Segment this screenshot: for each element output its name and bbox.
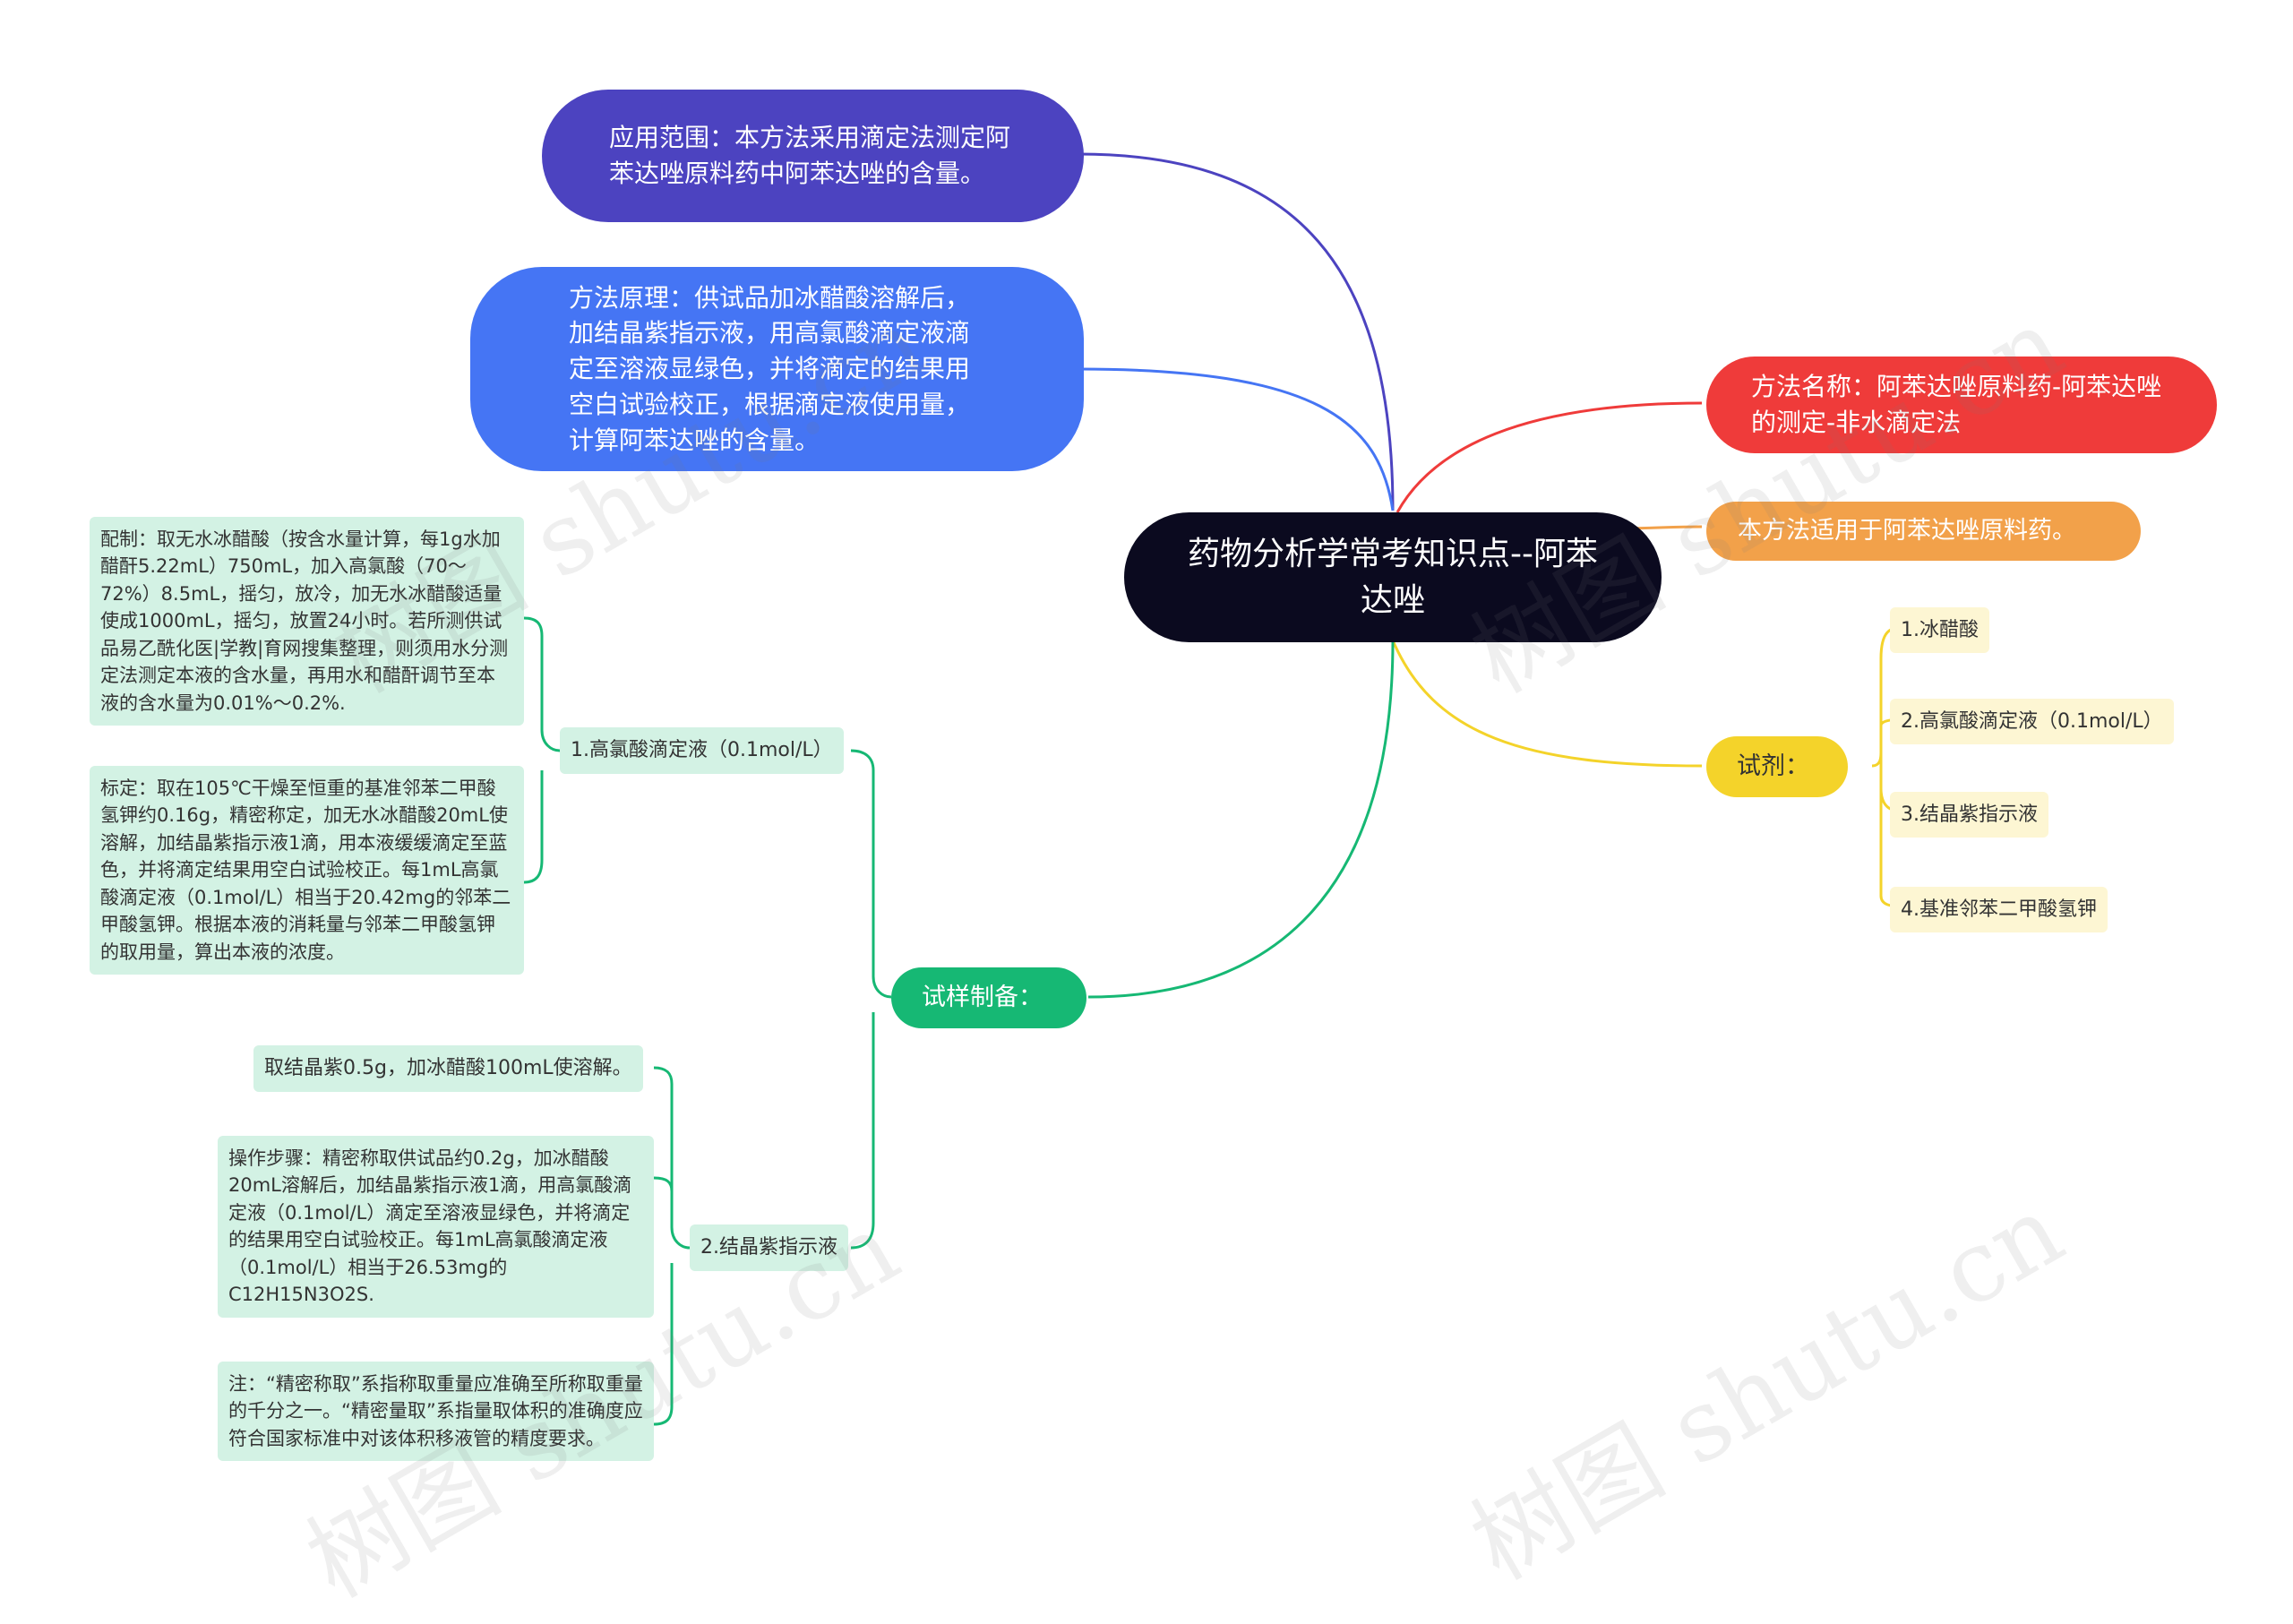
link-method-name bbox=[1396, 401, 1703, 513]
reagent-item-1[interactable]: 1.冰醋酸 bbox=[1890, 607, 1989, 654]
node-reagents[interactable]: 试剂： bbox=[1706, 736, 1848, 797]
node-sample-prep[interactable]: 试样制备： bbox=[891, 967, 1086, 1028]
perchloric-preparation[interactable]: 配制：取无水冰醋酸（按含水量计算，每1g水加醋酐5.22mL）750mL，加入高… bbox=[90, 517, 524, 726]
reagent-item-3-text: 3.结晶紫指示液 bbox=[1901, 803, 2038, 826]
reagent-item-3[interactable]: 3.结晶紫指示液 bbox=[1890, 792, 2048, 838]
reagent-item-4-text: 4.基准邻苯二甲酸氢钾 bbox=[1901, 898, 2097, 921]
crystal-violet-label: 2.结晶紫指示液 bbox=[700, 1236, 837, 1259]
operation-steps-text: 操作步骤：精密称取供试品约0.2g，加冰醋酸20mL溶解后，加结晶紫指示液1滴，… bbox=[228, 1147, 632, 1306]
perchloric-bracket bbox=[523, 616, 561, 884]
node-method-name[interactable]: 方法名称：阿苯达唑原料药-阿苯达唑的测定-非水滴定法 bbox=[1706, 357, 2217, 453]
node-perchloric-solution[interactable]: 1.高氯酸滴定液（0.1mol/L） bbox=[560, 727, 844, 774]
applicable-text: 本方法适用于阿苯达唑原料药。 bbox=[1738, 516, 2076, 545]
sample-prep-label: 试样制备： bbox=[922, 983, 1043, 1011]
crystal-violet-preparation-text: 取结晶紫0.5g，加冰醋酸100mL使溶解。 bbox=[264, 1057, 632, 1079]
note[interactable]: 注：“精密称取”系指称取重量应准确至所称取重量的千分之一。“精密量取”系指量取体… bbox=[218, 1362, 654, 1462]
link-scope bbox=[1078, 152, 1395, 511]
center-title: 药物分析学常考知识点--阿苯达唑 bbox=[1188, 536, 1598, 619]
note-text: 注：“精密称取”系指称取重量应准确至所称取重量的千分之一。“精密量取”系指量取体… bbox=[228, 1373, 643, 1449]
connector-lines bbox=[523, 152, 1904, 1426]
perchloric-standardization[interactable]: 标定：取在105℃干燥至恒重的基准邻苯二甲酸氢钾约0.16g，精密称定，加无水冰… bbox=[90, 766, 524, 975]
link-principle bbox=[1078, 367, 1395, 511]
principle-text: 方法原理：供试品加冰醋酸溶解后，加结晶紫指示液，用高氯酸滴定液滴定至溶液显绿色，… bbox=[569, 282, 971, 455]
node-principle[interactable]: 方法原理：供试品加冰醋酸溶解后，加结晶紫指示液，用高氯酸滴定液滴定至溶液显绿色，… bbox=[470, 267, 1084, 471]
node-applicable[interactable]: 本方法适用于阿苯达唑原料药。 bbox=[1706, 502, 2141, 561]
perchloric-label: 1.高氯酸滴定液（0.1mol/L） bbox=[571, 739, 833, 761]
sample-bracket bbox=[850, 749, 892, 1250]
reagent-item-2[interactable]: 2.高氯酸滴定液（0.1mol/L） bbox=[1890, 699, 2174, 745]
reagent-item-4[interactable]: 4.基准邻苯二甲酸氢钾 bbox=[1890, 887, 2108, 933]
node-scope[interactable]: 应用范围：本方法采用滴定法测定阿苯达唑原料药中阿苯达唑的含量。 bbox=[542, 90, 1084, 222]
reagent-bracket bbox=[1871, 625, 1904, 908]
link-sample-prep bbox=[1087, 640, 1395, 999]
crystal-violet-preparation[interactable]: 取结晶紫0.5g，加冰醋酸100mL使溶解。 bbox=[253, 1045, 643, 1092]
violet-bracket bbox=[653, 1066, 691, 1426]
reagent-item-1-text: 1.冰醋酸 bbox=[1901, 619, 1979, 641]
node-crystal-violet[interactable]: 2.结晶紫指示液 bbox=[690, 1224, 848, 1271]
scope-text: 应用范围：本方法采用滴定法测定阿苯达唑原料药中阿苯达唑的含量。 bbox=[609, 123, 1011, 188]
perchloric-preparation-text: 配制：取无水冰醋酸（按含水量计算，每1g水加醋酐5.22mL）750mL，加入高… bbox=[100, 528, 509, 714]
perchloric-standardization-text: 标定：取在105℃干燥至恒重的基准邻苯二甲酸氢钾约0.16g，精密称定，加无水冰… bbox=[100, 778, 511, 963]
center-topic[interactable]: 药物分析学常考知识点--阿苯达唑 bbox=[1124, 512, 1662, 642]
link-reagents bbox=[1391, 640, 1703, 768]
reagent-item-2-text: 2.高氯酸滴定液（0.1mol/L） bbox=[1901, 710, 2163, 733]
method-name-text: 方法名称：阿苯达唑原料药-阿苯达唑的测定-非水滴定法 bbox=[1751, 372, 2162, 437]
reagents-label: 试剂： bbox=[1737, 752, 1809, 780]
operation-steps[interactable]: 操作步骤：精密称取供试品约0.2g，加冰醋酸20mL溶解后，加结晶紫指示液1滴，… bbox=[218, 1136, 654, 1318]
